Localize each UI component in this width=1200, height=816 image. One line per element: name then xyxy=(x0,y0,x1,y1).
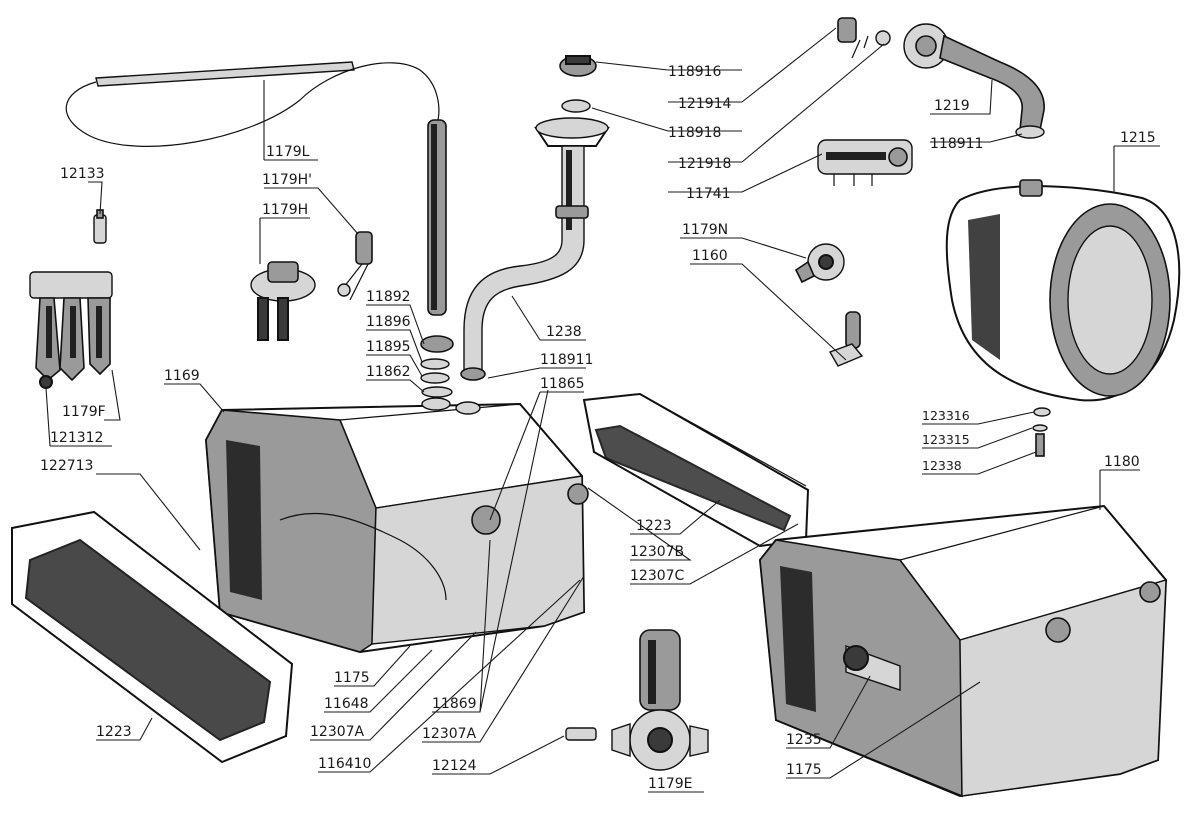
label-118911-mid: 118911 xyxy=(540,352,593,368)
label-11741: 11741 xyxy=(686,186,731,202)
cap-118916-part xyxy=(559,55,597,77)
label-1175-left: 1175 xyxy=(334,670,370,686)
plug-121312-part xyxy=(39,375,53,389)
valve-1179N-part xyxy=(794,243,845,284)
label-118916: 118916 xyxy=(668,64,722,80)
filler-neck-1238-part xyxy=(460,117,610,381)
label-1219: 1219 xyxy=(934,98,970,114)
label-1169: 1169 xyxy=(164,368,200,384)
elbow-pipe-1219-part xyxy=(903,23,1045,139)
pump-1179H-part xyxy=(250,261,316,341)
label-12133: 12133 xyxy=(60,166,105,182)
label-1179N: 1179N xyxy=(682,222,728,238)
label-12307A-left: 12307A xyxy=(310,724,365,740)
side-pan-1223-mid-part xyxy=(582,392,810,548)
label-1179L: 1179L xyxy=(266,144,310,160)
label-11862: 11862 xyxy=(366,364,411,380)
gauge-wire-part xyxy=(65,61,440,147)
label-1215: 1215 xyxy=(1120,130,1156,146)
label-1238: 1238 xyxy=(546,324,582,340)
label-11865: 11865 xyxy=(540,376,585,392)
label-116410: 116410 xyxy=(318,756,371,772)
label-11892: 11892 xyxy=(366,289,411,305)
label-11869: 11869 xyxy=(432,696,477,712)
label-123315: 123315 xyxy=(922,432,970,447)
label-121918: 121918 xyxy=(678,156,731,172)
label-1160: 1160 xyxy=(692,248,728,264)
fitting-11741-part xyxy=(817,139,913,186)
label-123316: 123316 xyxy=(922,408,970,423)
label-12338: 12338 xyxy=(922,458,962,473)
side-pan-1223-left-part xyxy=(11,510,294,764)
label-121914: 121914 xyxy=(678,96,732,112)
label-1179Hp: 1179H' xyxy=(262,172,312,188)
label-121312: 121312 xyxy=(50,430,103,446)
tank-1215-part xyxy=(945,179,1181,402)
screws-1233-part xyxy=(1032,407,1051,457)
label-1179F: 1179F xyxy=(62,404,106,420)
label-11648: 11648 xyxy=(324,696,369,712)
seal-stack-part xyxy=(420,335,454,398)
tap-1160-part xyxy=(828,311,864,367)
leader-lines xyxy=(45,27,1160,793)
washer-118918-part xyxy=(561,99,591,113)
screw-12124-part xyxy=(565,727,597,741)
pump-1179E-part xyxy=(611,629,709,771)
label-1223-mid: 1223 xyxy=(636,518,672,534)
label-1223-left: 1223 xyxy=(96,724,132,740)
tank-1180-part xyxy=(758,504,1168,798)
part-labels: 118916 121914 118918 121918 11741 1179N … xyxy=(40,64,1156,792)
fitting-12133-part xyxy=(93,209,107,244)
label-1175-right: 1175 xyxy=(786,762,822,778)
label-118911-top: 118911 xyxy=(930,136,983,152)
label-1235: 1235 xyxy=(786,732,822,748)
valve-1179Hp-part xyxy=(337,231,373,301)
label-1179E: 1179E xyxy=(648,776,692,792)
label-12307B: 12307B xyxy=(630,544,684,560)
label-1180: 1180 xyxy=(1104,454,1140,470)
tank-1169-part xyxy=(204,397,589,654)
label-11895: 11895 xyxy=(366,339,411,355)
label-12307A-mid: 12307A xyxy=(422,726,477,742)
sender-tube-part xyxy=(427,119,447,316)
label-1179H: 1179H xyxy=(262,202,308,218)
label-118918: 118918 xyxy=(668,125,721,141)
label-12124: 12124 xyxy=(432,758,477,774)
small-parts-121914-part xyxy=(837,17,891,59)
filter-1179F-part xyxy=(29,271,113,382)
label-11896: 11896 xyxy=(366,314,411,330)
label-122713: 122713 xyxy=(40,458,93,474)
label-12307C: 12307C xyxy=(630,568,685,584)
